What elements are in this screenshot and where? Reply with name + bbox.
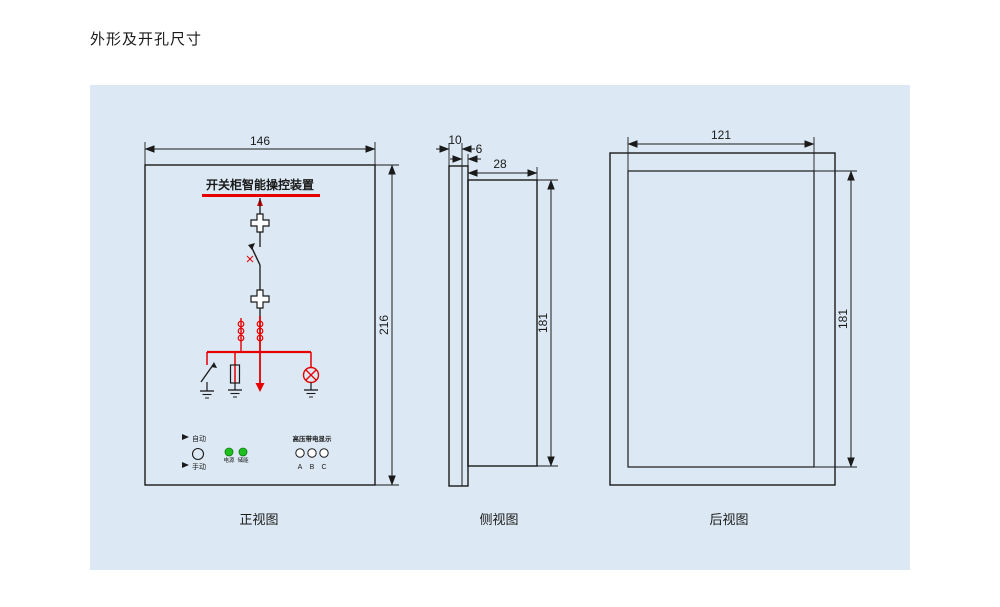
hand-icon <box>182 434 189 440</box>
voltage-transformer-branch <box>228 352 242 398</box>
power-lamp <box>224 447 234 457</box>
feeder-arrow <box>255 352 265 392</box>
auto-label: 自动 <box>192 434 206 443</box>
side-view: 10 6 28 181 <box>436 133 558 487</box>
side-bezel-outline <box>448 165 469 487</box>
front-view: 146 216 开关柜智能操控装置 <box>144 134 399 486</box>
mode-knob <box>191 447 205 461</box>
front-height-dimension <box>375 164 399 486</box>
front-panel-indicators: 自动 手动 电源 储能 高压带电显示 A B C <box>182 434 332 471</box>
front-panel-outline <box>144 164 376 486</box>
hv-display-label: 高压带电显示 <box>293 434 333 443</box>
side-body-outline <box>467 179 538 467</box>
rear-height-dimension <box>814 170 857 468</box>
rear-view: 121 181 <box>609 128 857 486</box>
dim-rear-height: 181 <box>836 309 850 329</box>
rear-outer-outline <box>609 152 836 486</box>
earthing-switch-branch <box>200 352 217 399</box>
dim-side-lip-depth: 6 <box>476 142 483 156</box>
rear-cutout-outline <box>627 170 815 468</box>
dim-front-width: 146 <box>250 134 270 148</box>
phase-a-label: A <box>298 464 303 471</box>
device-title: 开关柜智能操控装置 <box>206 177 314 192</box>
lamp-branch <box>302 352 320 398</box>
front-width-dimension <box>144 142 376 165</box>
breaker-icon <box>246 243 261 266</box>
side-body-depth-dimension <box>467 167 538 180</box>
charge-label: 储能 <box>237 456 249 464</box>
phase-a-lamp <box>295 448 305 458</box>
diagram-background-panel <box>90 85 910 570</box>
side-view-caption: 侧视图 <box>479 512 518 527</box>
phase-b-lamp <box>307 448 317 458</box>
dim-side-body-depth: 28 <box>493 157 507 171</box>
dim-front-height: 216 <box>377 315 391 335</box>
side-height-dimension <box>537 179 558 467</box>
phase-c-label: C <box>321 464 326 471</box>
rear-view-caption: 后视图 <box>709 512 748 527</box>
power-label: 电源 <box>223 456 235 464</box>
drawout-contact-lower-icon <box>250 289 270 309</box>
dim-side-height: 181 <box>536 313 550 333</box>
manual-label: 手动 <box>192 462 206 471</box>
dim-side-bezel-depth: 10 <box>448 133 462 147</box>
current-transformer-icons <box>237 316 264 352</box>
drawout-contact-upper-icon <box>250 213 270 233</box>
phase-c-lamp <box>319 448 329 458</box>
page-title: 外形及开孔尺寸 <box>90 31 203 48</box>
charge-lamp <box>238 447 248 457</box>
front-view-caption: 正视图 <box>239 512 278 527</box>
hand-icon <box>182 462 189 468</box>
rear-width-dimension <box>627 137 815 171</box>
phase-b-label: B <box>310 464 315 471</box>
mimic-diagram: 开关柜智能操控装置 <box>182 177 332 471</box>
side-lip-depth-dimension <box>450 154 481 166</box>
dim-rear-width: 121 <box>711 128 731 142</box>
